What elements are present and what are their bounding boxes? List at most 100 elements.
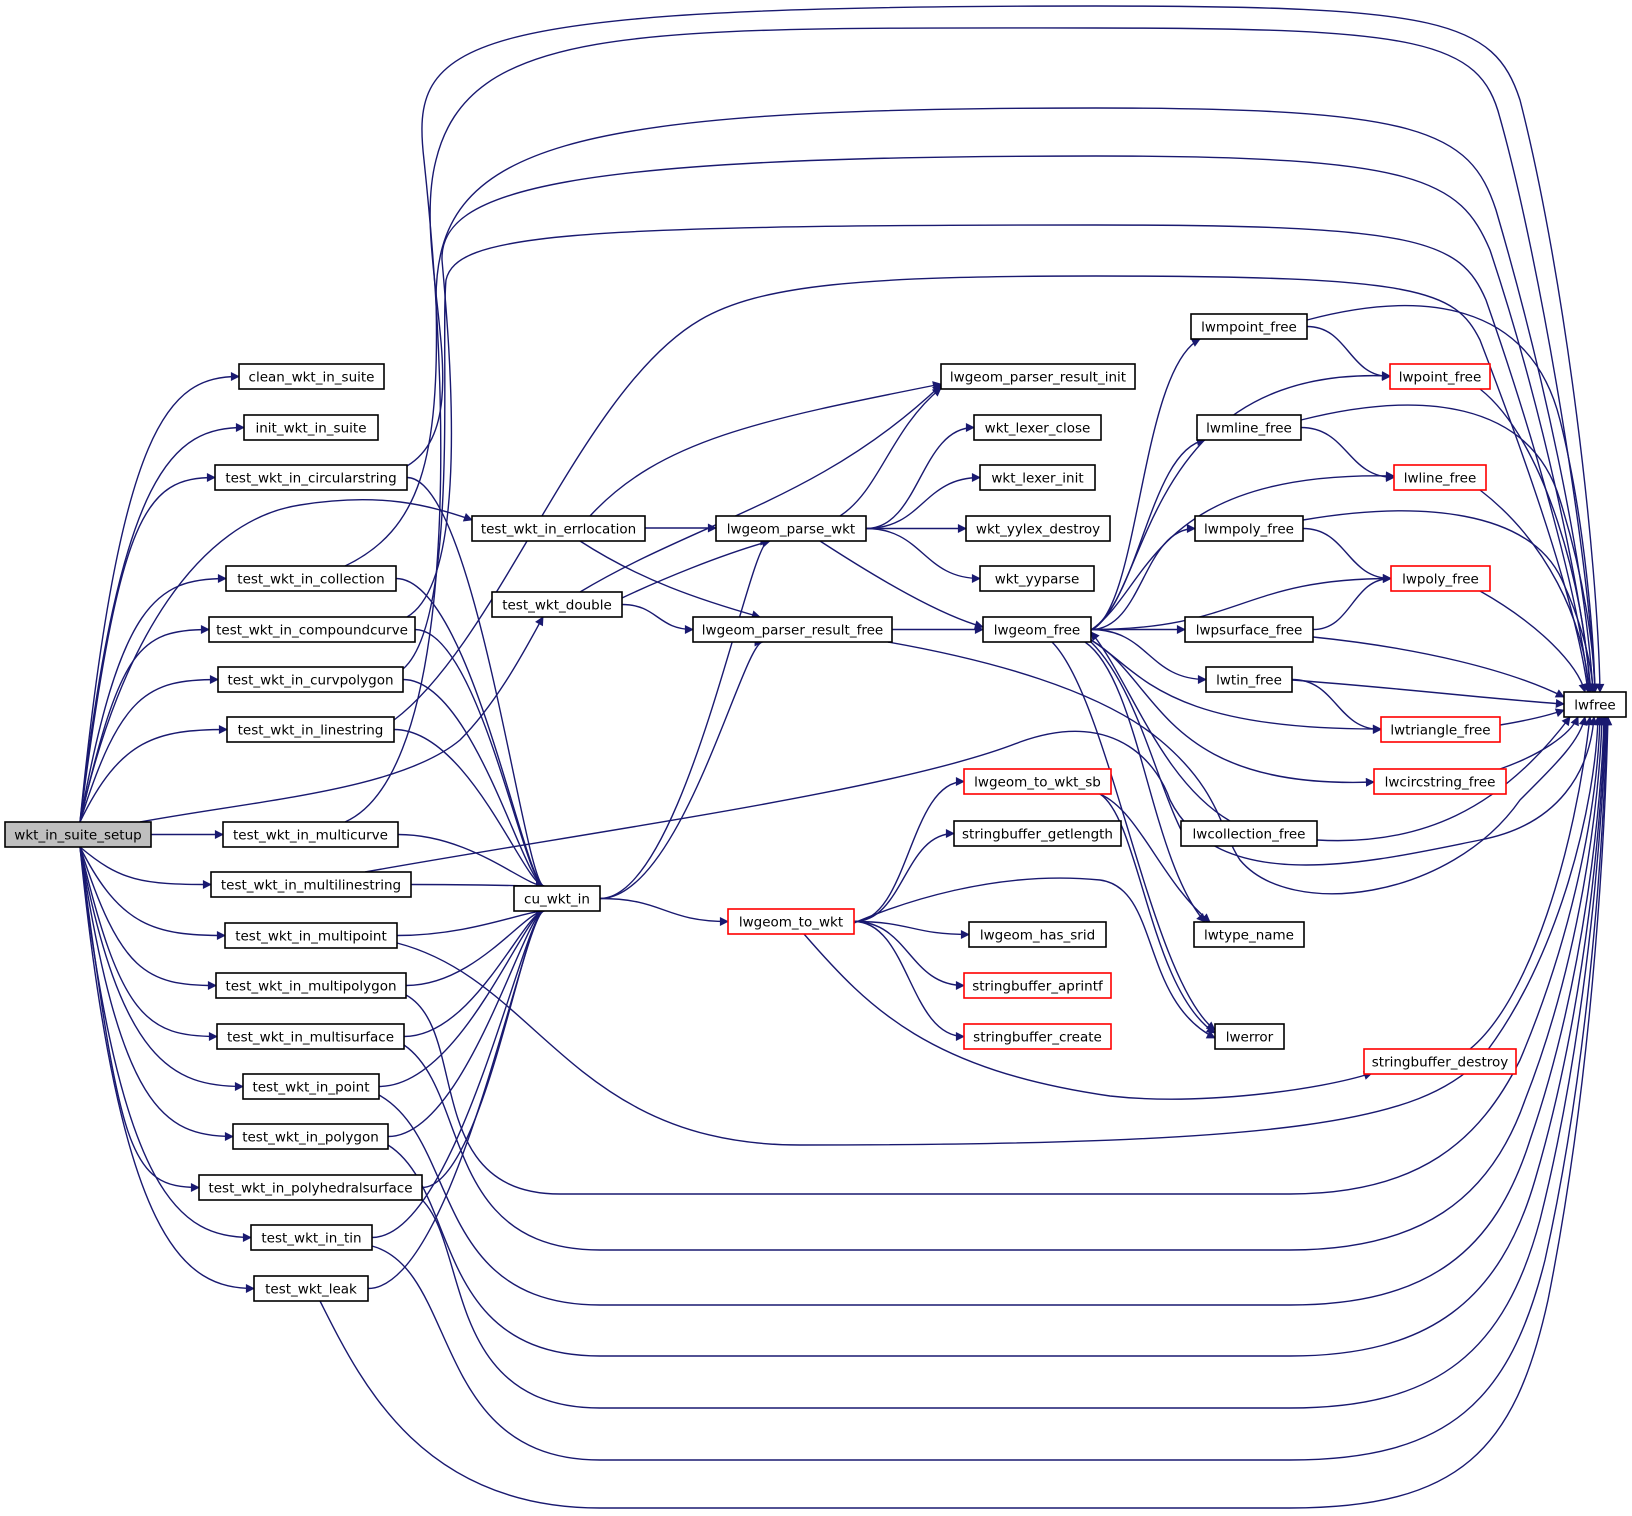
node-box <box>1214 1023 1285 1050</box>
node-lwerror[interactable]: lwerror <box>1214 1023 1285 1050</box>
edge-lwgeom_parse_wkt-to-lwgeom_free <box>819 540 984 630</box>
edge-lwline_free-to-lwfree <box>1479 489 1594 693</box>
edge-wkt_in_suite_setup-to-test_wkt_in_circularstring <box>79 473 216 823</box>
node-wkt-lexer-close[interactable]: wkt_lexer_close <box>973 414 1102 441</box>
node-test-wkt-in-multisurface[interactable]: test_wkt_in_multisurface <box>216 1023 405 1050</box>
edge-lwcollection_free-to-lwgeom_free <box>1090 631 1231 822</box>
node-stringbuffer-getlength[interactable]: stringbuffer_getlength <box>953 820 1122 847</box>
node-wkt-yylex-destroy[interactable]: wkt_yylex_destroy <box>965 515 1111 542</box>
node-lwgeom-parse-wkt[interactable]: lwgeom_parse_wkt <box>715 515 867 542</box>
node-test-wkt-in-multicurve[interactable]: test_wkt_in_multicurve <box>222 821 399 848</box>
node-box <box>963 768 1112 795</box>
node-test-wkt-in-multipolygon[interactable]: test_wkt_in_multipolygon <box>215 972 407 999</box>
edge-test_wkt_in_compoundcurve-to-lwfree <box>406 155 1595 693</box>
node-wkt-lexer-init[interactable]: wkt_lexer_init <box>979 464 1096 491</box>
node-label: test_wkt_in_collection <box>237 572 384 588</box>
node-box <box>1194 515 1304 542</box>
edge-test_wkt_in_multilinestring-to-lwfree <box>364 716 1598 873</box>
node-label: lwpsurface_free <box>1196 623 1303 639</box>
edge-test_wkt_leak-to-lwfree <box>319 716 1613 1509</box>
node-test-wkt-in-point[interactable]: test_wkt_in_point <box>242 1073 380 1100</box>
node-lwtriangle-free[interactable]: lwtriangle_free <box>1380 716 1501 743</box>
node-test-wkt-in-linestring[interactable]: test_wkt_in_linestring <box>226 716 395 743</box>
node-test-wkt-in-compoundcurve[interactable]: test_wkt_in_compoundcurve <box>208 616 416 643</box>
node-stringbuffer-create[interactable]: stringbuffer_create <box>963 1023 1112 1050</box>
node-lwtype-name[interactable]: lwtype_name <box>1193 921 1305 948</box>
edge-lwgeom_to_wkt-to-stringbuffer_destroy <box>803 933 1373 1100</box>
node-stringbuffer-aprintf[interactable]: stringbuffer_aprintf <box>963 972 1112 999</box>
node-test-wkt-leak[interactable]: test_wkt_leak <box>253 1275 369 1302</box>
edge-lwgeom_free-to-lwpoly_free <box>1090 574 1392 631</box>
node-stringbuffer-destroy[interactable]: stringbuffer_destroy <box>1363 1048 1517 1075</box>
node-box <box>979 565 1095 592</box>
node-label: lwmpoint_free <box>1201 320 1297 336</box>
edge-test_wkt_leak-to-cu_wkt_in <box>367 906 545 1290</box>
node-box <box>225 565 397 592</box>
node-label: lwgeom_parser_result_init <box>950 370 1126 386</box>
node-label: lwgeom_has_srid <box>980 928 1095 944</box>
edge-lwtin_free-to-lwfree <box>1291 679 1565 708</box>
node-box <box>513 885 601 912</box>
node-lwfree[interactable]: lwfree <box>1563 691 1627 718</box>
edge-wkt_in_suite_setup-to-clean_wkt_in_suite <box>79 372 240 823</box>
node-label: test_wkt_in_multisurface <box>227 1030 394 1046</box>
node-box <box>1390 565 1491 592</box>
edge-lwgeom_free-to-lwcollection_free <box>1090 641 1191 847</box>
node-lwcollection-free[interactable]: lwcollection_free <box>1180 820 1318 847</box>
node-label: test_wkt_in_multipoint <box>235 929 387 945</box>
node-cu-wkt-in[interactable]: cu_wkt_in <box>513 885 601 912</box>
node-lwpsurface-free[interactable]: lwpsurface_free <box>1184 616 1314 643</box>
node-lwpoint-free[interactable]: lwpoint_free <box>1389 363 1491 390</box>
node-test-wkt-in-errlocation[interactable]: test_wkt_in_errlocation <box>471 515 646 542</box>
node-lwmline-free[interactable]: lwmline_free <box>1196 414 1302 441</box>
node-test-wkt-in-circularstring[interactable]: test_wkt_in_circularstring <box>214 464 408 491</box>
node-box <box>214 464 408 491</box>
node-box <box>208 616 416 643</box>
node-label: wkt_yyparse <box>995 572 1080 588</box>
edge-lwpsurface_free-to-lwpoly_free <box>1312 574 1392 631</box>
node-lwmpoly-free[interactable]: lwmpoly_free <box>1194 515 1304 542</box>
node-box <box>471 515 646 542</box>
node-test-wkt-in-collection[interactable]: test_wkt_in_collection <box>225 565 397 592</box>
node-test-wkt-in-multipoint[interactable]: test_wkt_in_multipoint <box>224 922 398 949</box>
node-wkt-in-suite-setup[interactable]: wkt_in_suite_setup <box>4 821 152 848</box>
node-lwgeom-has-srid[interactable]: lwgeom_has_srid <box>968 921 1107 948</box>
node-init-wkt-in-suite[interactable]: init_wkt_in_suite <box>243 414 379 441</box>
node-test-wkt-in-polygon[interactable]: test_wkt_in_polygon <box>232 1123 389 1150</box>
edge-lwmline_free-to-lwline_free <box>1300 426 1395 482</box>
node-lwpoly-free[interactable]: lwpoly_free <box>1390 565 1491 592</box>
edge-lwtriangle_free-to-lwfree <box>1499 708 1565 726</box>
edge-lwgeom_to_wkt_sb-to-lwerror <box>1099 793 1216 1034</box>
edge-lwgeom_to_wkt-to-lwgeom_has_srid <box>853 920 970 939</box>
node-lwgeom-to-wkt[interactable]: lwgeom_to_wkt <box>727 908 855 935</box>
node-test-wkt-in-tin[interactable]: test_wkt_in_tin <box>250 1224 373 1251</box>
node-box <box>965 515 1111 542</box>
node-lwcircstring-free[interactable]: lwcircstring_free <box>1373 768 1507 795</box>
edge-cu_wkt_in-to-lwgeom_to_wkt <box>599 897 729 926</box>
node-lwmpoint-free[interactable]: lwmpoint_free <box>1190 313 1308 340</box>
edge-wkt_in_suite_setup-to-test_wkt_in_multipoint <box>79 846 226 940</box>
node-box <box>1389 363 1491 390</box>
node-lwgeom-parser-result-init[interactable]: lwgeom_parser_result_init <box>940 363 1136 390</box>
node-lwgeom-parser-result-free[interactable]: lwgeom_parser_result_free <box>692 616 893 643</box>
edge-lwcircstring_free-to-lwfree <box>1499 716 1579 770</box>
node-box <box>232 1123 389 1150</box>
edge-lwgeom_parse_wkt-to-wkt_lexer_init <box>865 473 981 530</box>
node-box <box>1196 414 1302 441</box>
node-test-wkt-in-curvpolygon[interactable]: test_wkt_in_curvpolygon <box>217 666 404 693</box>
node-lwgeom-to-wkt-sb[interactable]: lwgeom_to_wkt_sb <box>963 768 1112 795</box>
node-wkt-yyparse[interactable]: wkt_yyparse <box>979 565 1095 592</box>
node-test-wkt-double[interactable]: test_wkt_double <box>491 591 623 618</box>
edge-lwmpoly_free-to-lwfree <box>1302 510 1598 693</box>
node-clean-wkt-in-suite[interactable]: clean_wkt_in_suite <box>238 363 385 390</box>
node-test-wkt-in-multilinestring[interactable]: test_wkt_in_multilinestring <box>210 871 412 898</box>
node-test-wkt-in-polyhedralsurface[interactable]: test_wkt_in_polyhedralsurface <box>198 1174 423 1201</box>
edge-wkt_in_suite_setup-to-test_wkt_in_multilinestring <box>79 846 212 889</box>
node-lwtin-free[interactable]: lwtin_free <box>1205 666 1293 693</box>
edge-test_wkt_in_multicurve-to-lwfree <box>344 5 1605 823</box>
node-lwgeom-free[interactable]: lwgeom_free <box>982 616 1092 643</box>
edge-lwmpoint_free-to-lwfree <box>1306 305 1600 693</box>
node-box <box>968 921 1107 948</box>
node-label: test_wkt_in_circularstring <box>225 471 396 487</box>
node-lwline-free[interactable]: lwline_free <box>1393 464 1487 491</box>
